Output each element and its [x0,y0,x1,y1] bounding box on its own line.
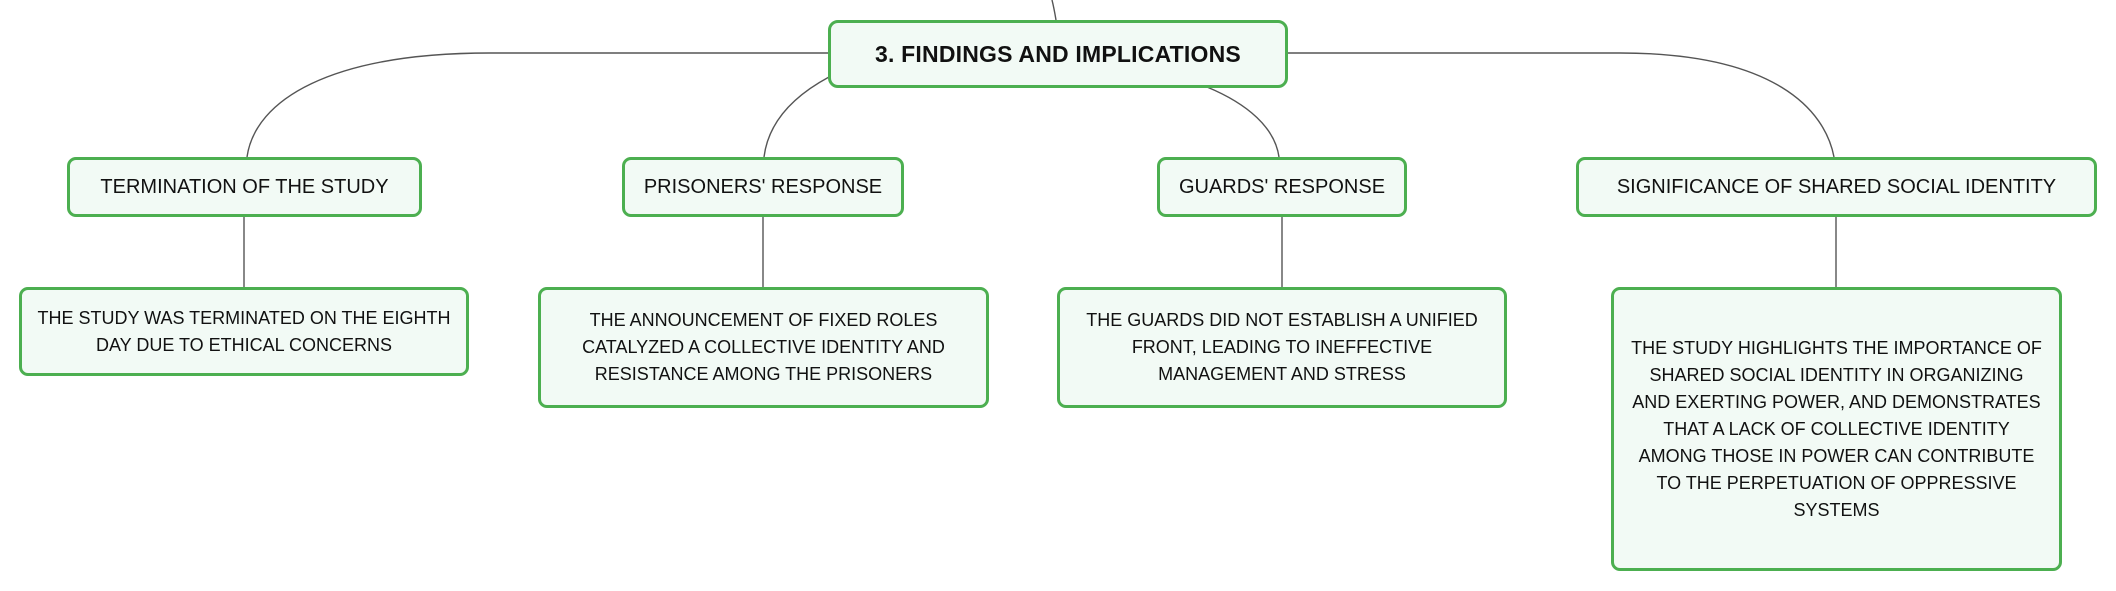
parent-connector [1051,0,1057,21]
connector-root-to-significance [1287,52,1835,158]
detail-text: THE STUDY HIGHLIGHTS THE IMPORTANCE OF S… [1631,337,2042,520]
branch-label: TERMINATION OF THE STUDY [100,175,389,198]
root-node-label: 3. FINDINGS AND IMPLICATIONS [875,40,1241,67]
connector-root-to-prisoners [763,76,830,158]
detail-node-shared-social-identity[interactable]: THE STUDY HIGHLIGHTS THE IMPORTANCE OF S… [1611,287,2062,571]
branch-node-prisoners-response[interactable]: PRISONERS' RESPONSE [622,157,904,217]
branch-label: GUARDS' RESPONSE [1178,175,1386,198]
branch-label: SIGNIFICANCE OF SHARED SOCIAL IDENTITY [1616,175,2057,198]
connector-root-to-guards [1206,86,1280,158]
detail-text: THE STUDY WAS TERMINATED ON THE EIGHTH D… [37,307,451,355]
branch-node-guards-response[interactable]: GUARDS' RESPONSE [1157,157,1407,217]
detail-node-termination[interactable]: THE STUDY WAS TERMINATED ON THE EIGHTH D… [19,287,469,376]
detail-node-guards-response[interactable]: THE GUARDS DID NOT ESTABLISH A UNIFIED F… [1057,287,1507,408]
detail-text: THE ANNOUNCEMENT OF FIXED ROLES CATALYZE… [582,310,945,384]
detail-node-prisoners-response[interactable]: THE ANNOUNCEMENT OF FIXED ROLES CATALYZE… [538,287,989,408]
root-node[interactable]: 3. FINDINGS AND IMPLICATIONS [828,20,1288,88]
connector-root-to-termination [246,52,829,158]
detail-text: THE GUARDS DID NOT ESTABLISH A UNIFIED F… [1086,310,1478,384]
branch-node-shared-social-identity[interactable]: SIGNIFICANCE OF SHARED SOCIAL IDENTITY [1576,157,2097,217]
branch-node-termination[interactable]: TERMINATION OF THE STUDY [67,157,422,217]
branch-label: PRISONERS' RESPONSE [643,175,883,198]
